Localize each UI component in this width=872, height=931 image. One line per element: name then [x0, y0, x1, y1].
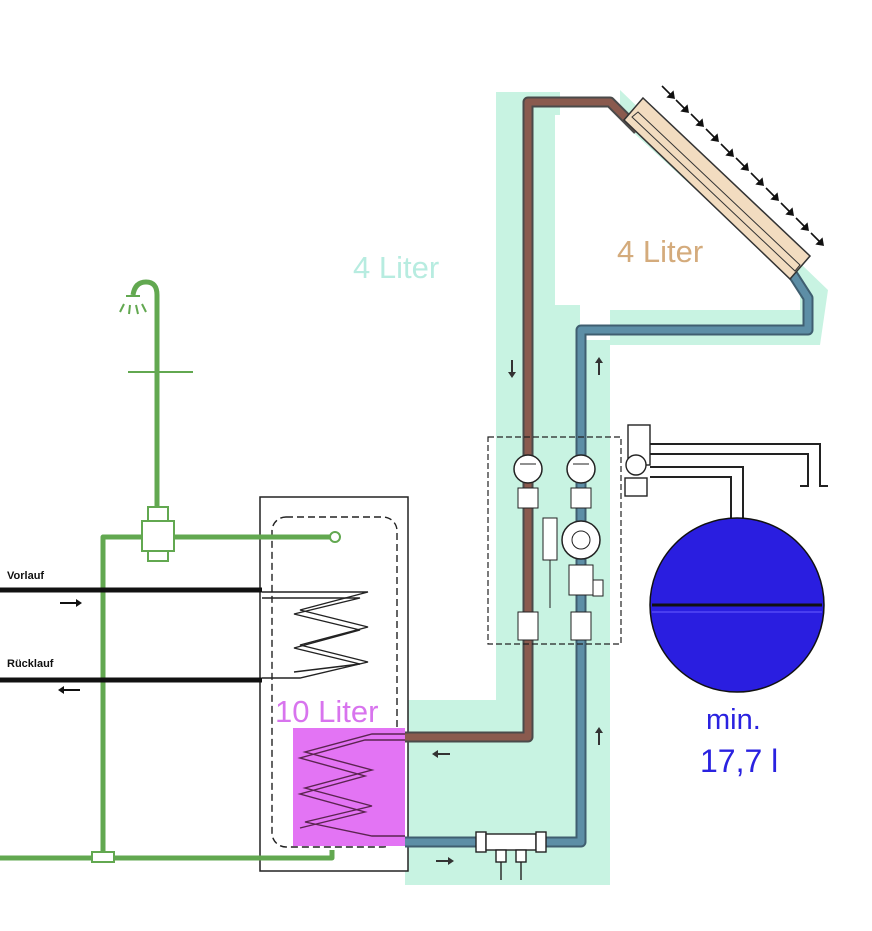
- pump-station: [487, 436, 622, 645]
- solar-flow-pipe: [405, 96, 642, 743]
- collector-volume-label: 4 Liter: [617, 234, 703, 269]
- safety-group: [624, 424, 828, 520]
- heating-pipes: [0, 587, 262, 683]
- coil-volume-label: 10 Liter: [275, 694, 378, 729]
- vessel-volume-label: 17,7 l: [700, 743, 778, 779]
- mixing-valve: [141, 506, 175, 562]
- thermometer-left: [513, 454, 543, 484]
- solar-return-pipe: [405, 267, 814, 848]
- flow-arrows: [432, 357, 603, 865]
- hot-water-outlet: [329, 531, 341, 543]
- vessel-min-label: min.: [706, 704, 761, 736]
- thermometer-right: [566, 454, 596, 484]
- flow-label: Vorlauf: [7, 570, 44, 582]
- return-label: Rücklauf: [7, 658, 54, 670]
- circulation-pump: [561, 520, 601, 560]
- pipe-volume-label: 4 Liter: [353, 250, 439, 285]
- expansion-vessel: [649, 517, 825, 693]
- sun-rays-icon: [661, 85, 824, 246]
- t-fitting: [91, 851, 115, 863]
- return-valve: [475, 831, 547, 880]
- upper-heating-coil: [262, 591, 369, 679]
- pipe-volume-highlight: [405, 90, 828, 885]
- solar-coil: [297, 733, 405, 837]
- shower-icon: [119, 295, 193, 373]
- solar-collector: [622, 96, 812, 281]
- coil-volume-highlight: [293, 728, 405, 846]
